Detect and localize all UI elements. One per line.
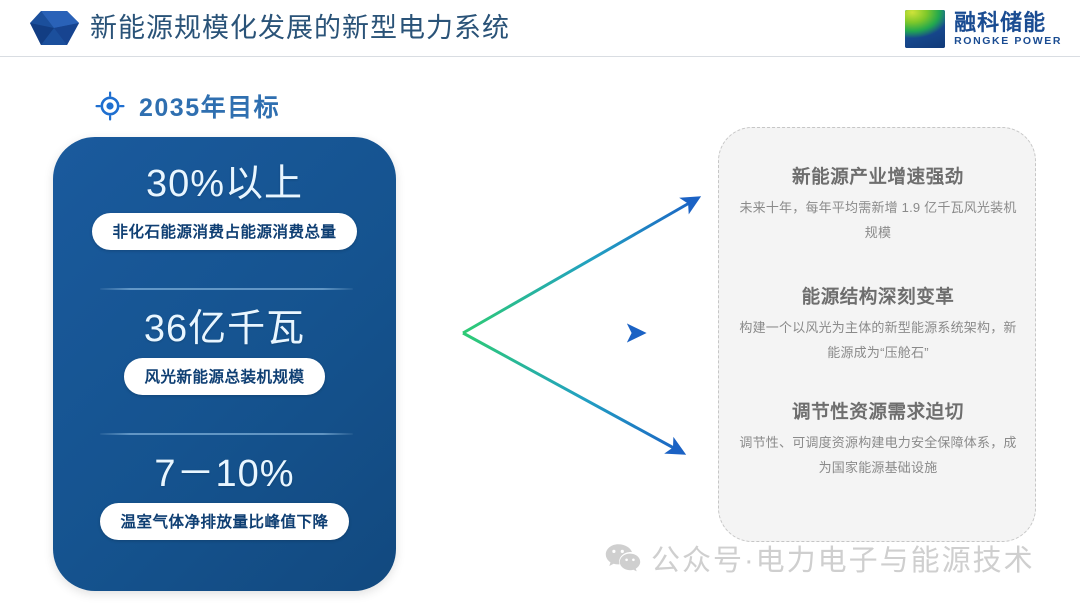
logo-text: 融科储能 RONGKE POWER (954, 9, 1062, 48)
goal-divider (100, 288, 353, 290)
watermark: 公众号·电力电子与能源技术 (605, 537, 1035, 579)
goal-item: 36亿千瓦 风光新能源总装机规模 (53, 304, 396, 395)
outcome-heading: 能源结构深刻变革 (801, 286, 955, 307)
outcome-body: 构建一个以风光为主体的新型能源系统架构，新能源成为“压舱石” (739, 320, 1017, 360)
goal-item: 7－10% 温室气体净排放量比峰值下降 (53, 449, 396, 540)
cube-icon (30, 11, 79, 45)
wechat-icon (605, 544, 641, 572)
arrow-connectors (462, 196, 702, 455)
goal-label-pill: 风光新能源总装机规模 (124, 358, 325, 395)
arrow-to-outcome-1 (462, 196, 702, 335)
slide-header: 新能源规模化发展的新型电力系统 融科储能 RONGKE POWER (0, 0, 1080, 57)
goal-value: 7－10% (154, 453, 295, 495)
outcome-item: 新能源产业增速强劲 未来十年，每年平均需新增 1.9 亿千瓦风光装机规模 (719, 163, 1037, 245)
outcomes-panel: 新能源产业增速强劲 未来十年，每年平均需新增 1.9 亿千瓦风光装机规模 能源结… (718, 127, 1036, 542)
goal-label-pill: 非化石能源消费占能源消费总量 (92, 213, 357, 250)
brand-logo: 融科储能 RONGKE POWER (905, 8, 1062, 50)
logo-mark-icon (905, 10, 946, 48)
goal-item: 30%以上 非化石能源消费占能源消费总量 (53, 159, 396, 250)
goal-card: 30%以上 非化石能源消费占能源消费总量 36亿千瓦 风光新能源总装机规模 7－… (53, 137, 396, 591)
target-icon (95, 91, 125, 121)
goal-divider (100, 433, 353, 435)
outcome-body: 未来十年，每年平均需新增 1.9 亿千瓦风光装机规模 (739, 200, 1017, 240)
page-title: 新能源规模化发展的新型电力系统 (90, 13, 510, 43)
goal-value: 30%以上 (145, 163, 304, 205)
outcome-heading: 调节性资源需求迫切 (792, 401, 964, 422)
goal-label-pill: 温室气体净排放量比峰值下降 (100, 503, 349, 540)
goal-value: 36亿千瓦 (143, 308, 306, 350)
header-divider (0, 56, 1080, 57)
arrow-to-outcome-3 (462, 331, 687, 455)
logo-name-cn: 融科储能 (954, 9, 1047, 35)
section-heading: 2035年目标 (95, 88, 280, 124)
outcome-body: 调节性、可调度资源构建电力安全保障体系，成为国家能源基础设施 (739, 435, 1017, 475)
watermark-text: 公众号·电力电子与能源技术 (651, 545, 1035, 577)
logo-name-en: RONGKE POWER (954, 34, 1062, 47)
outcome-item: 能源结构深刻变革 构建一个以风光为主体的新型能源系统架构，新能源成为“压舱石” (719, 283, 1037, 365)
outcome-item: 调节性资源需求迫切 调节性、可调度资源构建电力安全保障体系，成为国家能源基础设施 (719, 398, 1037, 480)
section-title-label: 2035年目标 (139, 94, 281, 122)
outcome-heading: 新能源产业增速强劲 (792, 166, 964, 187)
